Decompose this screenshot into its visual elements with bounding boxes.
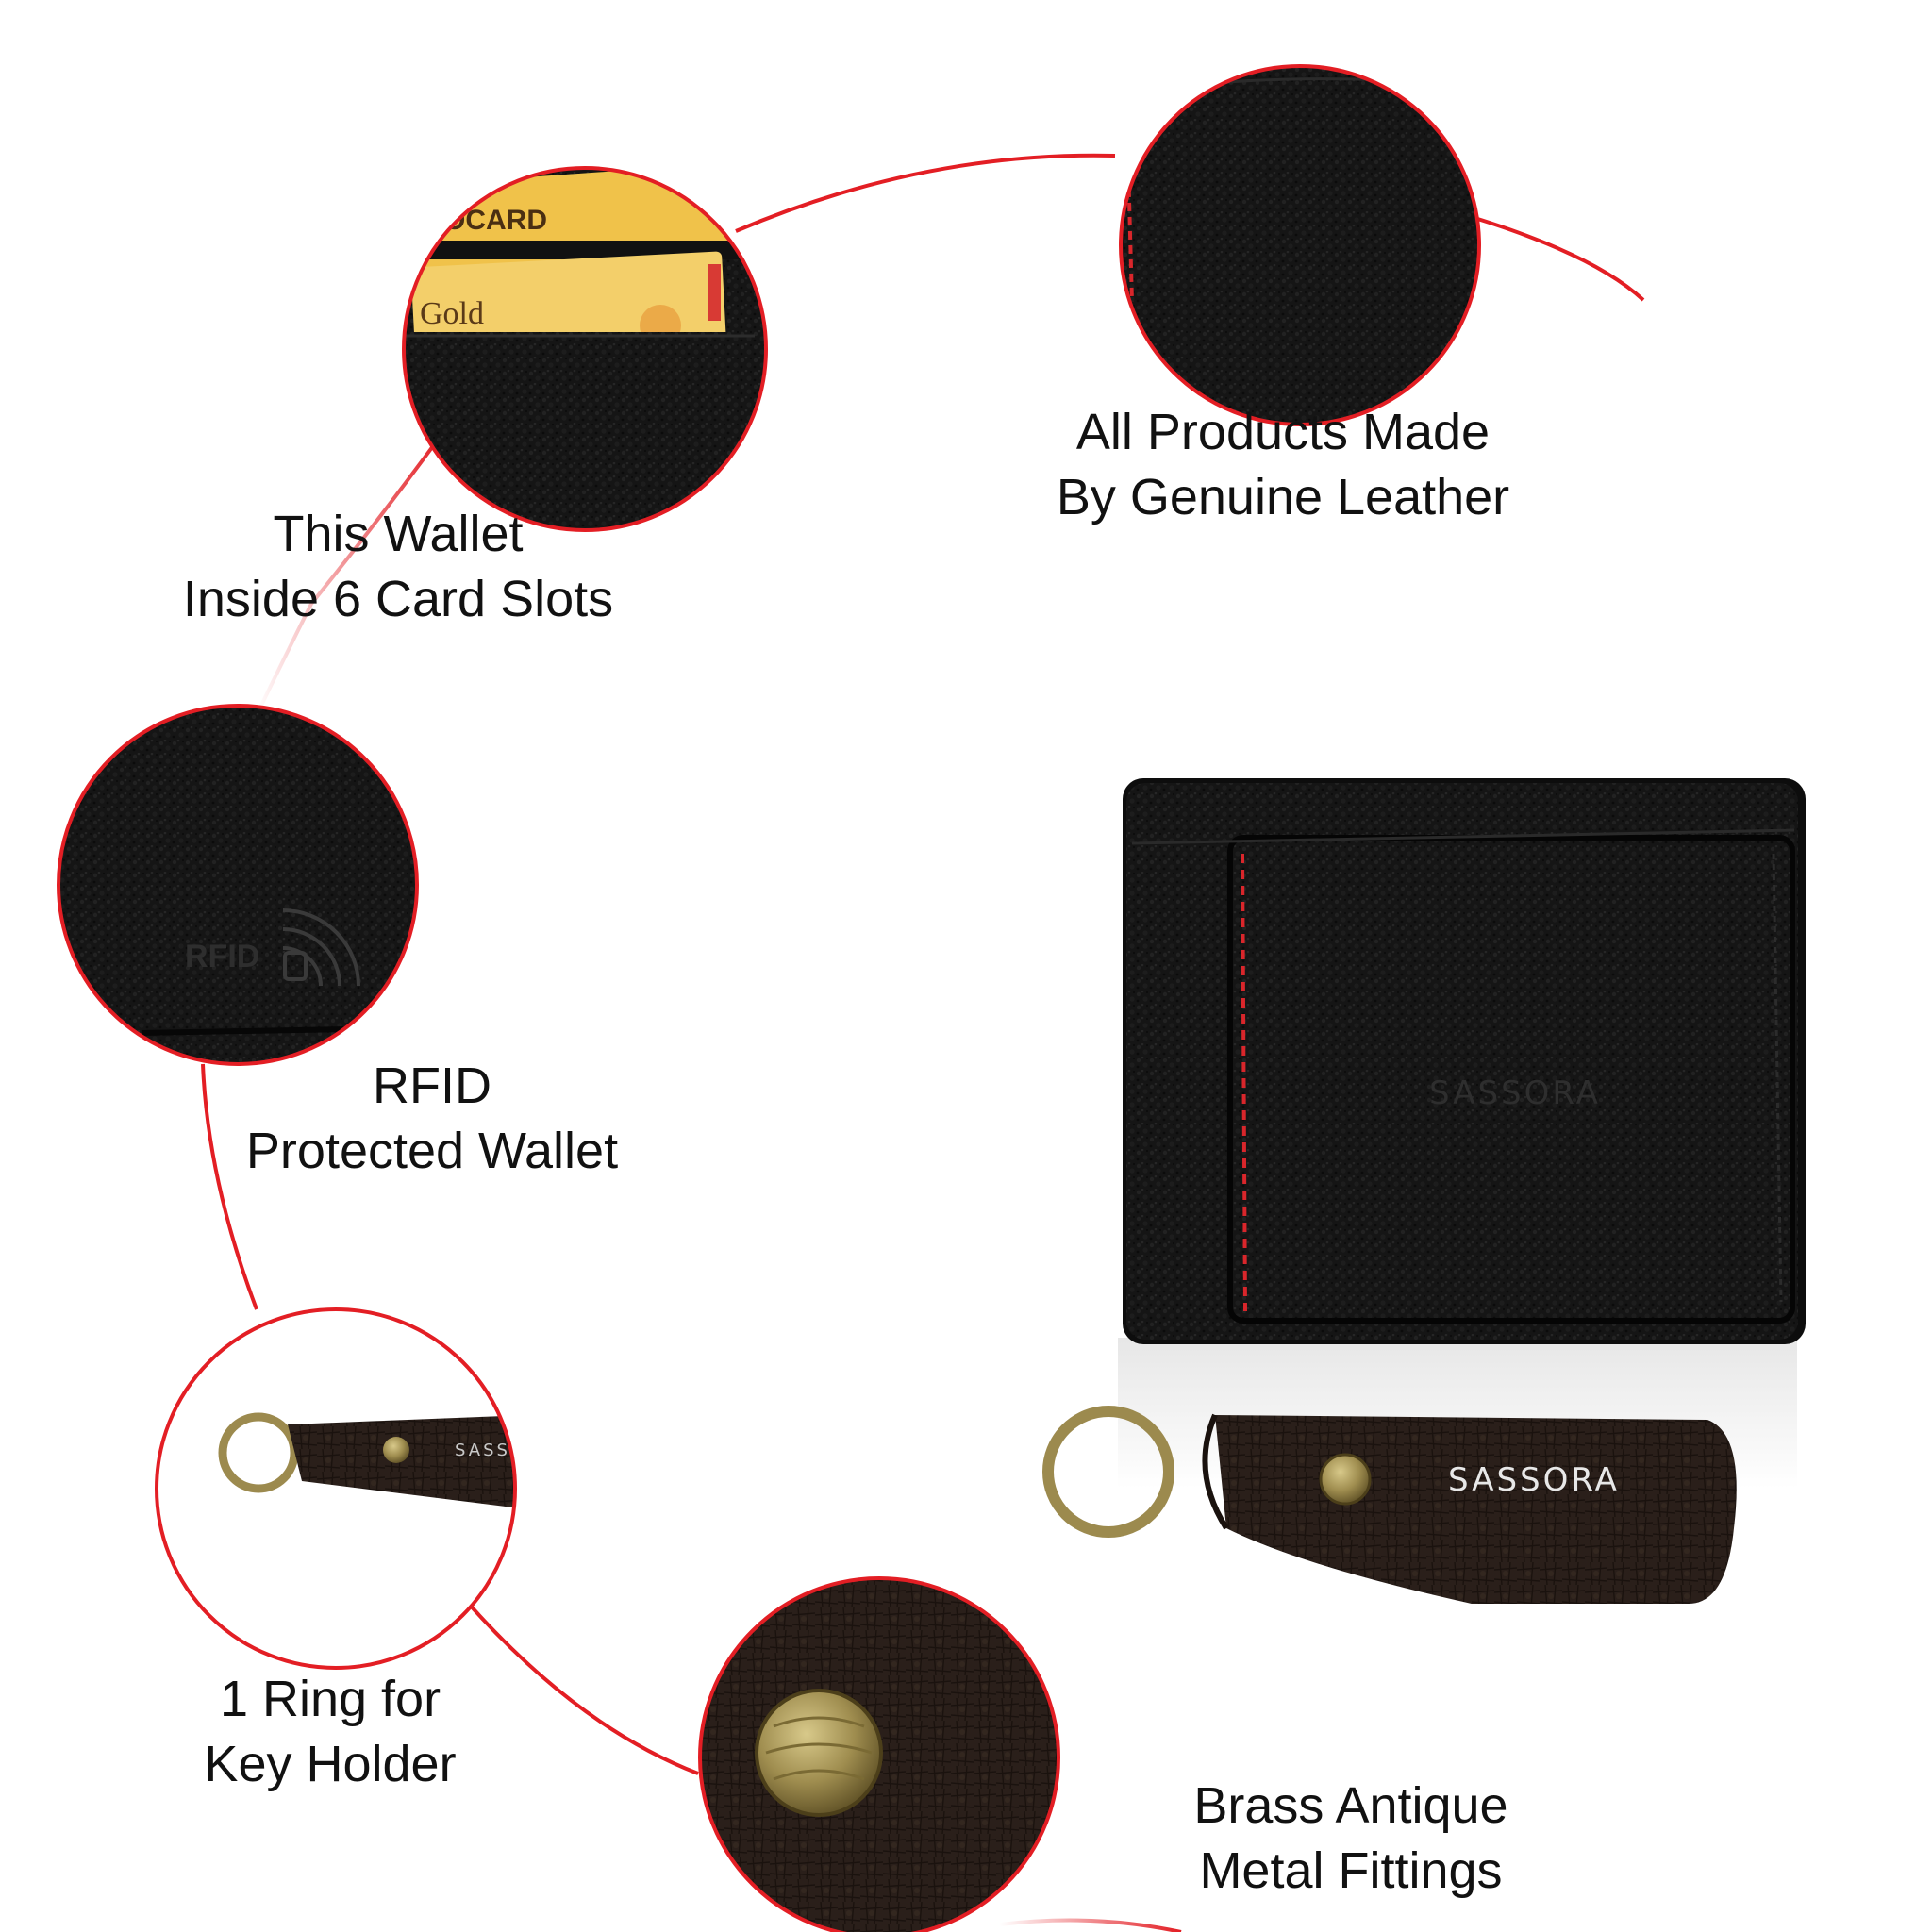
wallet-product: SASSORA	[1118, 778, 1806, 1489]
caption-genuine-leather: All Products Made By Genuine Leather	[1038, 400, 1528, 530]
connector-bottom	[458, 1592, 699, 1775]
caption-brass-fittings-line2: Metal Fittings	[1199, 1842, 1503, 1899]
caption-card-slots: This Wallet Inside 6 Card Slots	[172, 502, 625, 632]
caption-card-slots-line1: This Wallet	[273, 506, 524, 562]
connector-top-right	[1471, 215, 1645, 302]
leather-texture-detail	[1119, 64, 1481, 426]
key-ring-brand-text: SASSORA	[455, 1441, 555, 1460]
connector-bottom-right	[999, 1918, 1182, 1932]
caption-rfid-line2: Protected Wallet	[245, 1123, 619, 1179]
caption-rfid-line1: RFID	[373, 1058, 491, 1114]
brass-fitting-detail	[698, 1576, 1060, 1932]
rfid-shield-icon	[282, 908, 360, 987]
connector-left-middle	[201, 1063, 258, 1310]
caption-brass-fittings: Brass Antique Metal Fittings	[1153, 1774, 1549, 1904]
wallet-brand-emboss: SASSORA	[1429, 1074, 1601, 1112]
keychain-brand-text: SASSORA	[1448, 1461, 1620, 1499]
caption-key-ring: 1 Ring for Key Holder	[160, 1667, 500, 1797]
caption-key-ring-line2: Key Holder	[204, 1736, 457, 1792]
caption-card-slots-line2: Inside 6 Card Slots	[182, 571, 614, 627]
caption-key-ring-line1: 1 Ring for	[219, 1671, 441, 1727]
connector-top	[735, 153, 1116, 233]
caption-genuine-leather-line1: All Products Made	[1075, 404, 1491, 460]
caption-genuine-leather-line2: By Genuine Leather	[1056, 469, 1510, 525]
connector-lines	[201, 153, 1645, 1932]
card-slots-detail: OCARD Gold	[402, 166, 768, 532]
connector-left-upper	[255, 430, 445, 716]
rfid-badge-text: RFID	[185, 939, 259, 974]
caption-rfid: RFID Protected Wallet	[215, 1054, 649, 1184]
caption-brass-fittings-line1: Brass Antique	[1193, 1777, 1508, 1834]
keychain-product: SASSORA	[1042, 1406, 1737, 1604]
card-label-gold: Gold	[420, 296, 484, 331]
key-ring-detail: SASSORA	[155, 1307, 555, 1670]
rfid-detail: RFID	[57, 704, 419, 1066]
